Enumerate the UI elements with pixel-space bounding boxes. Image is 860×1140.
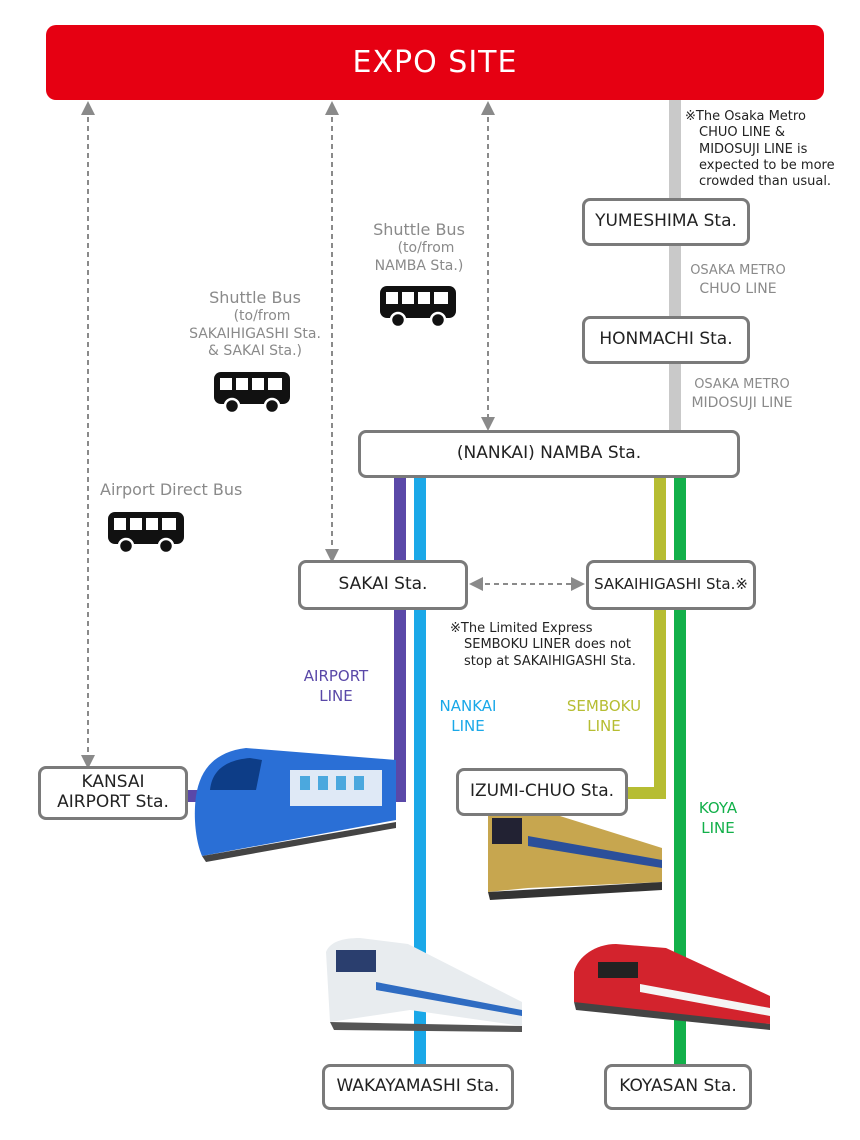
note-line: SEMBOKU LINER does not (464, 637, 632, 653)
station-label: AIRPORT Sta. (57, 792, 169, 812)
note-line: expected to be more (699, 157, 835, 173)
airport-direct-bus-label: Airport Direct Bus (100, 480, 272, 500)
note-line: ※The Limited Express (450, 621, 593, 636)
shuttle-namba-label: Shuttle Bus (to/from NAMBA Sta.) (350, 220, 488, 275)
airport-line-path (186, 478, 406, 802)
metro-label-line: MIDOSUJI LINE (691, 394, 793, 411)
rapit-train-image (194, 748, 396, 862)
bus-icon (214, 372, 290, 415)
southern-train-image (326, 938, 522, 1032)
line-label-text: KOYA (698, 799, 738, 817)
bus-icon (108, 512, 184, 555)
station-kansai-airport: KANSAI AIRPORT Sta. (38, 766, 188, 820)
station-honmachi: HONMACHI Sta. (582, 316, 750, 364)
note-line: stop at SAKAIHIGASHI Sta. (464, 653, 636, 669)
expo-site-banner: EXPO SITE (46, 25, 824, 100)
note-line: ※The Osaka Metro (685, 109, 806, 124)
station-label: WAKAYAMASHI Sta. (336, 1076, 500, 1097)
line-label-text: LINE (701, 819, 735, 838)
station-label: YUMESHIMA Sta. (595, 211, 737, 232)
station-yumeshima: YUMESHIMA Sta. (582, 198, 750, 246)
metro-crowded-note: ※The Osaka Metro CHUO LINE & MIDOSUJI LI… (685, 109, 857, 190)
line-label-text: LINE (587, 717, 621, 736)
station-label: KOYASAN Sta. (619, 1076, 737, 1097)
bus-label-line: (to/from (383, 240, 455, 256)
metro-label-line: OSAKA METRO (694, 377, 790, 392)
bus-label-line: Shuttle Bus (209, 288, 301, 307)
station-sakai: SAKAI Sta. (298, 560, 468, 610)
station-label: SAKAIHIGASHI Sta.※ (594, 575, 748, 594)
airport-line-label: AIRPORT LINE (296, 666, 376, 707)
chuo-line-label: OSAKA METRO CHUO LINE (672, 262, 804, 298)
station-koyasan: KOYASAN Sta. (604, 1064, 752, 1110)
station-label: SAKAI Sta. (338, 574, 428, 595)
bus-label-line: NAMBA Sta.) (374, 257, 464, 274)
line-label-text: LINE (319, 687, 353, 706)
station-label: IZUMI-CHUO Sta. (469, 781, 615, 802)
line-label-text: SEMBOKU (566, 697, 642, 715)
line-label-text: NANKAI (439, 697, 497, 715)
note-line: CHUO LINE & (699, 125, 786, 141)
shuttle-sakai-label: Shuttle Bus (to/from SAKAIHIGASHI Sta. &… (176, 288, 334, 361)
bus-label-line: Shuttle Bus (373, 220, 465, 239)
station-label: KANSAI (81, 772, 145, 793)
note-line: crowded than usual. (699, 174, 832, 189)
nankai-line-label: NANKAI LINE (428, 696, 508, 737)
bus-label-line: Airport Direct Bus (100, 480, 243, 499)
bus-label-line: (to/from (219, 308, 291, 324)
station-namba: (NANKAI) NAMBA Sta. (358, 430, 740, 478)
bus-label-line: & SAKAI Sta.) (207, 343, 303, 359)
line-label-text: LINE (451, 717, 485, 736)
bus-label-line: SAKAIHIGASHI Sta. (189, 325, 321, 342)
note-line: MIDOSUJI LINE is (699, 141, 808, 157)
metro-label-line: OSAKA METRO (690, 263, 786, 278)
station-label: HONMACHI Sta. (599, 329, 733, 350)
station-wakayamashi: WAKAYAMASHI Sta. (322, 1064, 514, 1110)
expo-site-title: EXPO SITE (352, 45, 518, 80)
station-label: (NANKAI) NAMBA Sta. (456, 443, 642, 464)
station-sakaihigashi: SAKAIHIGASHI Sta.※ (586, 560, 756, 610)
metro-label-line: CHUO LINE (699, 280, 777, 297)
line-label-text: AIRPORT (303, 667, 369, 685)
semboku-line-label: SEMBOKU LINE (556, 696, 652, 737)
bus-icon (380, 286, 456, 329)
koya-train-image (574, 944, 770, 1030)
station-izumi-chuo: IZUMI-CHUO Sta. (456, 768, 628, 816)
semboku-liner-train-image (488, 806, 662, 900)
semboku-liner-note: ※The Limited Express SEMBOKU LINER does … (450, 621, 680, 670)
midosuji-line-label: OSAKA METRO MIDOSUJI LINE (672, 376, 812, 412)
koya-line-label: KOYA LINE (686, 798, 750, 839)
